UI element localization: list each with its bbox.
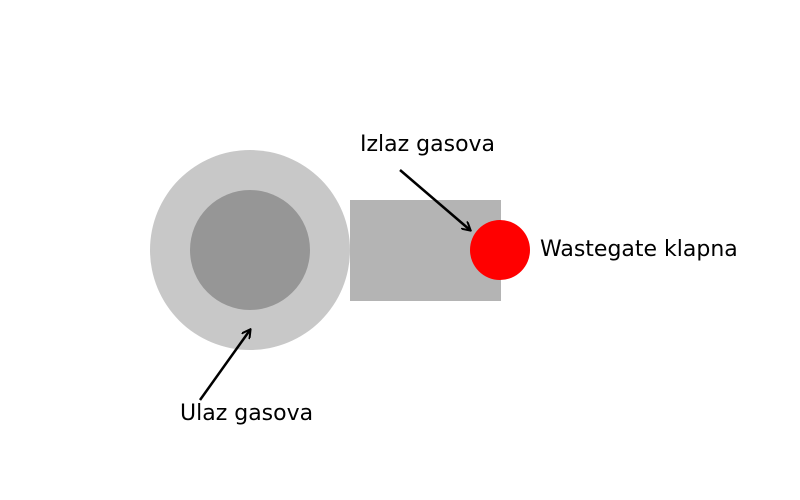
- turbine-wheel: [190, 190, 310, 310]
- outlet-arrow: [399, 169, 470, 230]
- inlet-arrow: [198, 330, 250, 401]
- outlet-label: Izlaz gasova: [360, 132, 495, 157]
- wastegate-label: Wastegate klapna: [540, 237, 738, 262]
- inlet-label: Ulaz gasova: [180, 401, 313, 426]
- wastegate-valve: [470, 220, 530, 280]
